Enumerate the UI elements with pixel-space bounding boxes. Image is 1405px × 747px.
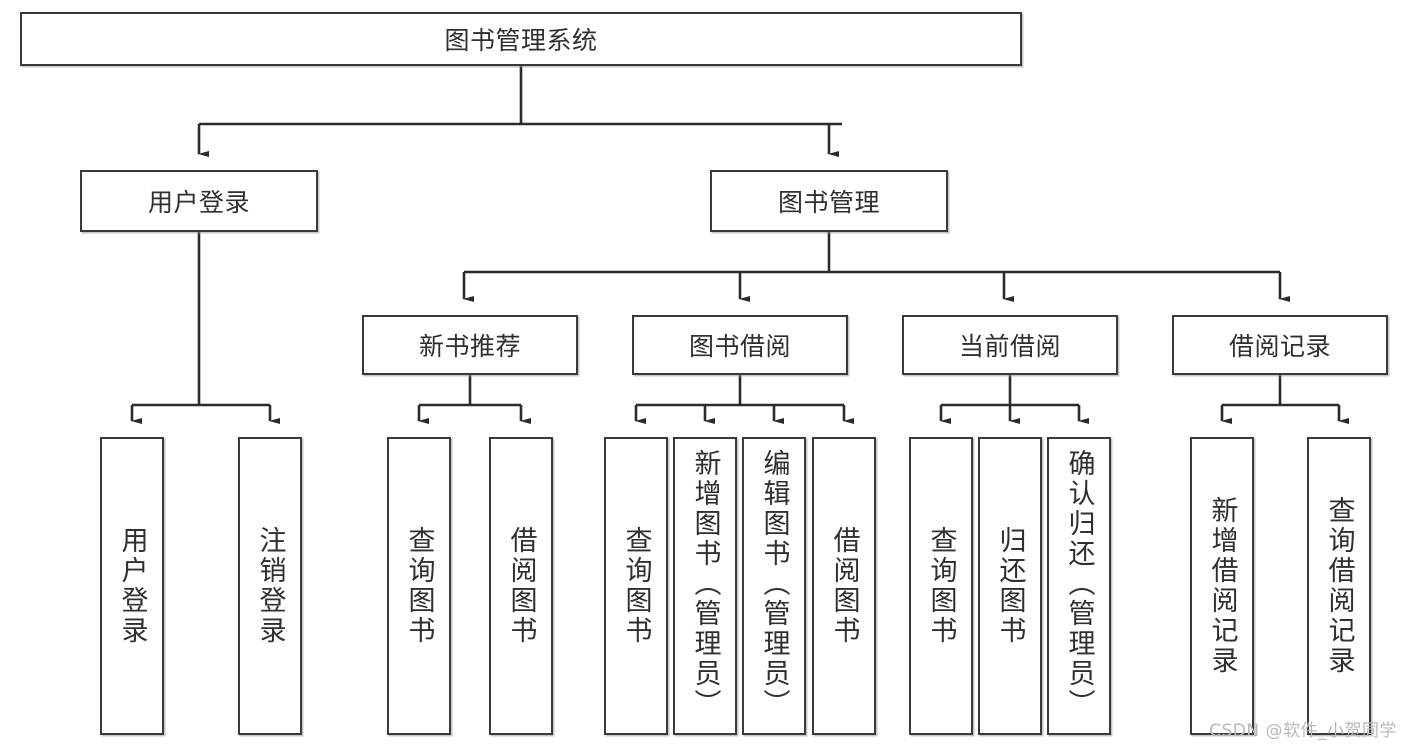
leaf-add-book-label: 新增图书（管理员） bbox=[689, 449, 721, 719]
leaf-add-book[interactable]: 新增图书（管理员） bbox=[673, 437, 737, 735]
leaf-borrow-book-2[interactable]: 借阅图书 bbox=[812, 437, 876, 735]
node-user-login-label: 用户登录 bbox=[147, 188, 250, 217]
node-root-label: 图书管理系统 bbox=[444, 26, 598, 55]
node-current-borrow[interactable]: 当前借阅 bbox=[902, 315, 1118, 375]
node-book-borrow-label: 图书借阅 bbox=[688, 332, 791, 361]
node-book-manage[interactable]: 图书管理 bbox=[710, 170, 948, 232]
leaf-query-book-2-label: 查询图书 bbox=[620, 526, 652, 646]
leaf-return-book[interactable]: 归还图书 bbox=[978, 437, 1042, 735]
leaf-user-login-label: 用户登录 bbox=[116, 526, 148, 646]
leaf-query-book-3[interactable]: 查询图书 bbox=[909, 437, 973, 735]
leaf-borrow-book-1-label: 借阅图书 bbox=[505, 526, 537, 646]
node-root[interactable]: 图书管理系统 bbox=[20, 12, 1022, 66]
csdn-watermark: CSDN @软件_小贺同学 bbox=[1209, 721, 1397, 741]
leaf-query-book-1-label: 查询图书 bbox=[403, 526, 435, 646]
leaf-borrow-book-2-label: 借阅图书 bbox=[828, 526, 860, 646]
leaf-edit-book[interactable]: 编辑图书（管理员） bbox=[742, 437, 806, 735]
node-borrow-record[interactable]: 借阅记录 bbox=[1172, 315, 1388, 375]
leaf-confirm-return-label: 确认归还（管理员） bbox=[1063, 449, 1095, 719]
node-new-book-rec-label: 新书推荐 bbox=[418, 332, 521, 361]
node-current-borrow-label: 当前借阅 bbox=[958, 332, 1061, 361]
node-book-borrow[interactable]: 图书借阅 bbox=[632, 315, 848, 375]
node-borrow-record-label: 借阅记录 bbox=[1228, 332, 1331, 361]
node-new-book-rec[interactable]: 新书推荐 bbox=[362, 315, 578, 375]
leaf-confirm-return[interactable]: 确认归还（管理员） bbox=[1047, 437, 1111, 735]
leaf-query-record-label: 查询借阅记录 bbox=[1323, 496, 1355, 676]
leaf-query-record[interactable]: 查询借阅记录 bbox=[1307, 437, 1371, 735]
leaf-return-book-label: 归还图书 bbox=[994, 526, 1026, 646]
leaf-edit-book-label: 编辑图书（管理员） bbox=[758, 449, 790, 719]
node-book-manage-label: 图书管理 bbox=[777, 188, 880, 217]
leaf-logout-login[interactable]: 注销登录 bbox=[238, 437, 302, 735]
leaf-query-book-2[interactable]: 查询图书 bbox=[604, 437, 668, 735]
leaf-user-login[interactable]: 用户登录 bbox=[100, 437, 164, 735]
leaf-logout-login-label: 注销登录 bbox=[254, 526, 286, 646]
node-user-login[interactable]: 用户登录 bbox=[80, 170, 318, 232]
leaf-borrow-book-1[interactable]: 借阅图书 bbox=[489, 437, 553, 735]
leaf-query-book-1[interactable]: 查询图书 bbox=[387, 437, 451, 735]
leaf-add-record-label: 新增借阅记录 bbox=[1206, 496, 1238, 676]
leaf-query-book-3-label: 查询图书 bbox=[925, 526, 957, 646]
leaf-add-record[interactable]: 新增借阅记录 bbox=[1190, 437, 1254, 735]
